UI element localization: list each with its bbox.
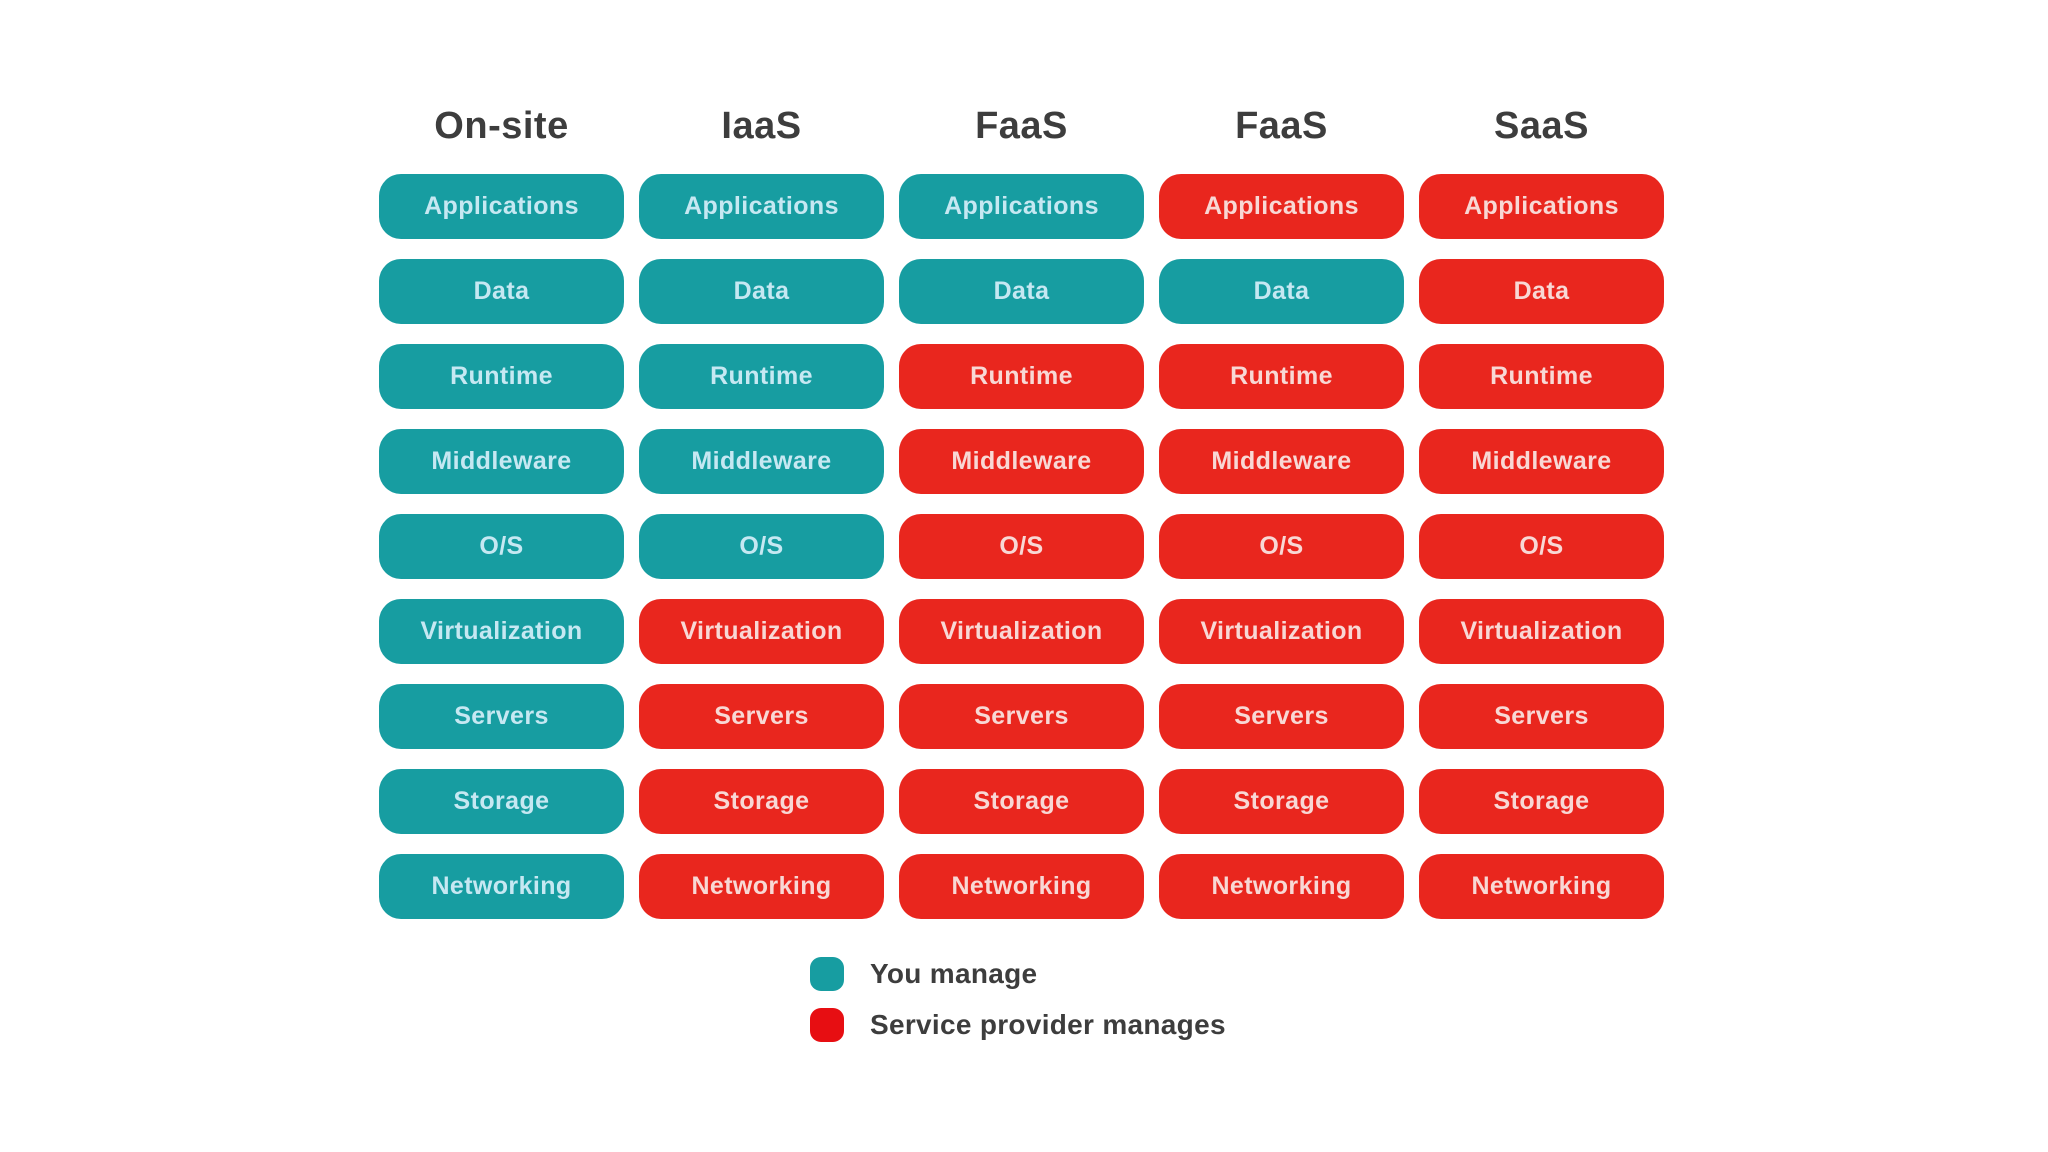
legend-label: You manage — [870, 958, 1038, 989]
service-layer-pill: Middleware — [1159, 429, 1404, 494]
service-layer-pill: Servers — [899, 684, 1144, 749]
service-layer-pill: Servers — [1419, 684, 1664, 749]
service-layer-pill: Applications — [639, 174, 884, 239]
service-layer-pill: Storage — [639, 769, 884, 834]
service-layer-pill: Runtime — [1159, 344, 1404, 409]
column-header: On-site — [434, 104, 569, 147]
column-header: FaaS — [1235, 104, 1328, 147]
legend-label: Service provider manages — [870, 1009, 1226, 1040]
service-layer-pill: Virtualization — [379, 599, 624, 664]
service-layer-pill: Middleware — [639, 429, 884, 494]
service-layer-pill: Runtime — [1419, 344, 1664, 409]
service-layer-pill: Virtualization — [1419, 599, 1664, 664]
legend-row-provider-manages: Service provider manages — [810, 1008, 1226, 1042]
service-layer-pill: Networking — [639, 854, 884, 919]
column-header: FaaS — [975, 104, 1068, 147]
service-layer-pill: O/S — [379, 514, 624, 579]
service-layer-pill: Networking — [1159, 854, 1404, 919]
service-layer-pill: O/S — [899, 514, 1144, 579]
service-layer-pill: Networking — [379, 854, 624, 919]
service-layer-pill: Middleware — [1419, 429, 1664, 494]
service-layer-pill: O/S — [1419, 514, 1664, 579]
service-layer-pill: Servers — [379, 684, 624, 749]
service-layer-pill: Data — [639, 259, 884, 324]
service-layer-pill: Data — [899, 259, 1144, 324]
service-layer-pill: Applications — [379, 174, 624, 239]
service-layer-pill: O/S — [1159, 514, 1404, 579]
service-layer-pill: Runtime — [899, 344, 1144, 409]
service-layer-pill: Applications — [1159, 174, 1404, 239]
service-layer-pill: Data — [1159, 259, 1404, 324]
service-layer-pill: Middleware — [379, 429, 624, 494]
you-manage-swatch-icon — [810, 957, 844, 991]
service-layer-pill: Storage — [899, 769, 1144, 834]
service-layer-pill: Networking — [1419, 854, 1664, 919]
column-header: SaaS — [1494, 104, 1589, 147]
service-layer-pill: Virtualization — [1159, 599, 1404, 664]
legend: You manage Service provider manages — [810, 957, 1226, 1042]
service-layer-pill: Storage — [1419, 769, 1664, 834]
column-header: IaaS — [721, 104, 802, 147]
service-layer-pill: Data — [1419, 259, 1664, 324]
service-layer-pill: Virtualization — [639, 599, 884, 664]
service-layer-pill: O/S — [639, 514, 884, 579]
service-layer-pill: Storage — [1159, 769, 1404, 834]
service-layer-pill: Storage — [379, 769, 624, 834]
service-layer-pill: Networking — [899, 854, 1144, 919]
service-layer-pill: Applications — [1419, 174, 1664, 239]
service-layer-pill: Virtualization — [899, 599, 1144, 664]
service-layer-pill: Middleware — [899, 429, 1144, 494]
service-layer-pill: Runtime — [379, 344, 624, 409]
service-layer-pill: Servers — [1159, 684, 1404, 749]
provider-manages-swatch-icon — [810, 1008, 844, 1042]
service-layer-pill: Servers — [639, 684, 884, 749]
service-layer-pill: Applications — [899, 174, 1144, 239]
service-layer-pill: Runtime — [639, 344, 884, 409]
service-layer-pill: Data — [379, 259, 624, 324]
legend-row-you-manage: You manage — [810, 957, 1226, 991]
